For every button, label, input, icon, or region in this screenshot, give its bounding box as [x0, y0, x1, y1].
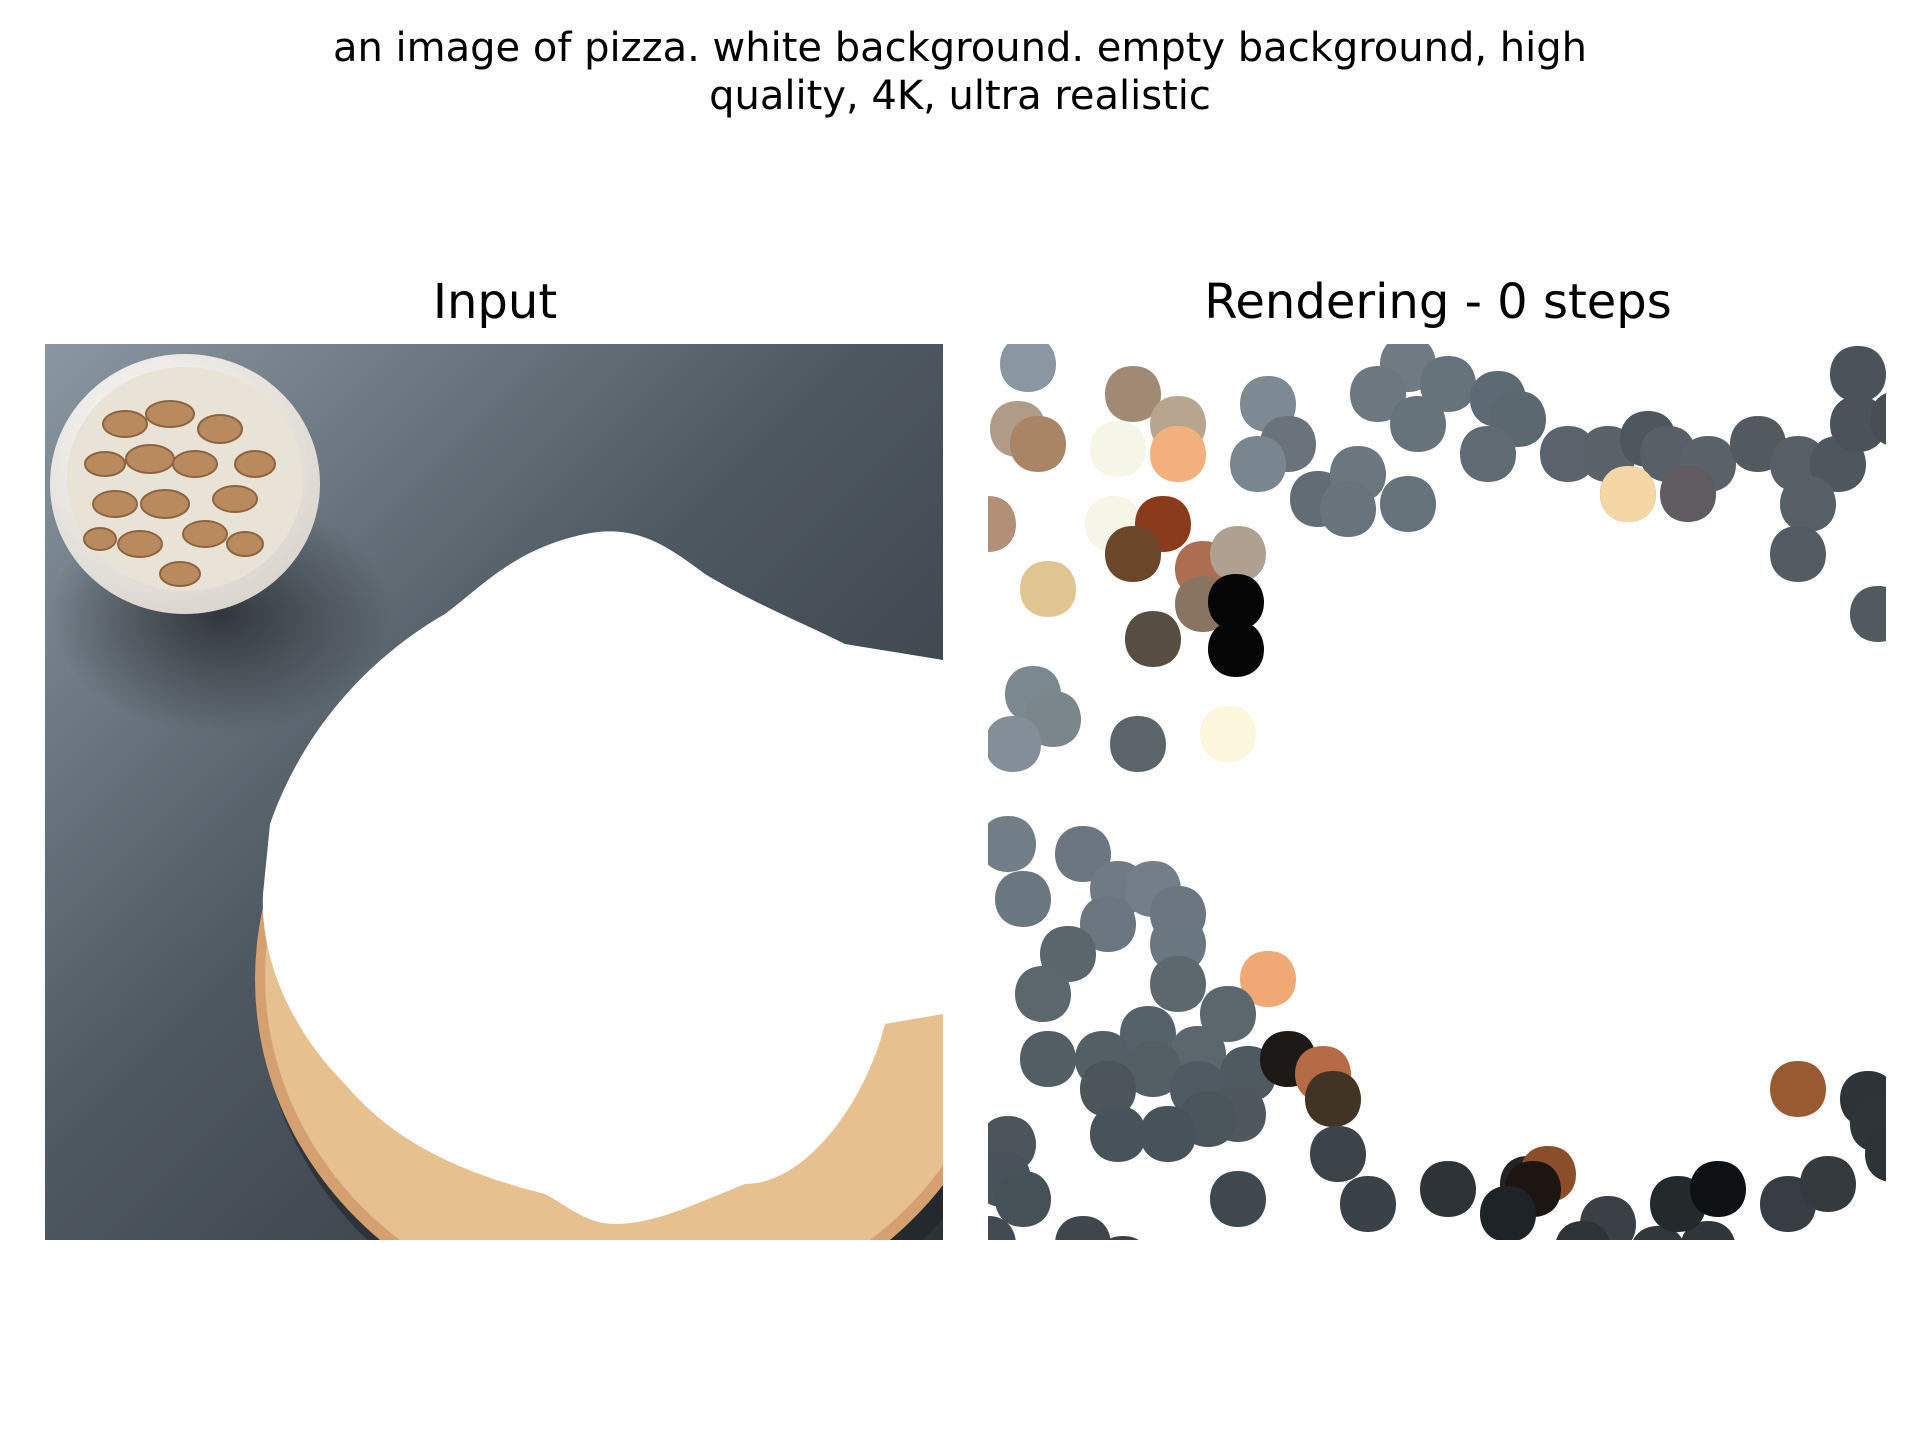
- rendering-panel-title: Rendering - 0 steps: [1204, 274, 1672, 330]
- stroke-blob: [1690, 1161, 1746, 1217]
- rendering-drawing: [988, 344, 1886, 1240]
- stroke-blob: [1200, 986, 1256, 1042]
- stroke-blob: [1150, 956, 1206, 1012]
- stroke-blob: [1000, 344, 1056, 392]
- stroke-blob: [1210, 526, 1266, 582]
- stroke-blob: [1770, 526, 1826, 582]
- stroke-blob: [1015, 966, 1071, 1022]
- stroke-blob: [1800, 1156, 1856, 1212]
- stroke-blob: [1600, 466, 1656, 522]
- masked-region: [262, 531, 943, 1224]
- stroke-blob: [1210, 1171, 1266, 1227]
- stroke-blob: [1420, 356, 1476, 412]
- figure-suptitle: an image of pizza. white background. emp…: [0, 24, 1920, 120]
- stroke-blob: [1010, 416, 1066, 472]
- stroke-blob: [1080, 896, 1136, 952]
- stroke-blob: [995, 1171, 1051, 1227]
- stroke-blob: [1480, 1186, 1536, 1240]
- stroke-blob: [1150, 916, 1206, 972]
- stroke-blob: [1230, 436, 1286, 492]
- stroke-blob: [988, 1216, 1016, 1240]
- stroke-blob: [1110, 716, 1166, 772]
- stroke-blob: [1150, 426, 1206, 482]
- stroke-blob: [1105, 366, 1161, 422]
- stroke-blob: [1420, 1161, 1476, 1217]
- stroke-blob: [1850, 586, 1886, 642]
- stroke-blob: [1556, 1221, 1610, 1240]
- stroke-blob: [1208, 574, 1264, 630]
- stroke-blob: [1240, 951, 1296, 1007]
- stroke-blob: [1200, 706, 1256, 762]
- stroke-blob: [1105, 526, 1161, 582]
- input-panel-title: Input: [432, 274, 558, 330]
- stroke-blob: [988, 716, 1041, 772]
- input-image: [45, 344, 943, 1240]
- stroke-blob: [1350, 366, 1406, 422]
- stroke-blob: [1125, 1041, 1181, 1097]
- stroke-blob: [1340, 1176, 1396, 1232]
- stroke-blob: [1390, 396, 1446, 452]
- stroke-blob: [1540, 426, 1596, 482]
- stroke-blob: [1055, 1216, 1111, 1240]
- stroke-blob: [1125, 611, 1181, 667]
- stroke-blob: [1870, 393, 1886, 445]
- stroke-blob: [1320, 481, 1376, 537]
- stroke-blob: [1020, 561, 1076, 617]
- stroke-blob: [1660, 466, 1716, 522]
- stroke-blob: [1055, 826, 1111, 882]
- stroke-blob: [988, 496, 1016, 552]
- suptitle-line-1: an image of pizza. white background. emp…: [332, 25, 1588, 71]
- stroke-blob: [1780, 476, 1836, 532]
- input-image-drawing: [45, 344, 943, 1240]
- stroke-blob: [988, 816, 1036, 872]
- stroke-blob: [995, 871, 1051, 927]
- stroke-blob: [1380, 476, 1436, 532]
- stroke-blob: [1460, 426, 1516, 482]
- stroke-blob: [1865, 1126, 1886, 1182]
- stroke-blob: [1208, 621, 1264, 677]
- suptitle-line-2: quality, 4K, ultra realistic: [709, 73, 1211, 119]
- stroke-blob: [1305, 1071, 1361, 1127]
- rendering-image: [988, 344, 1886, 1240]
- stroke-blob: [1107, 1236, 1139, 1240]
- stroke-blob: [1025, 691, 1081, 747]
- stroke-blob: [1770, 1061, 1826, 1117]
- stroke-blob: [1020, 1031, 1076, 1087]
- stroke-blob: [1310, 1126, 1366, 1182]
- stroke-blob: [1830, 346, 1886, 402]
- stroke-blob: [1140, 1106, 1196, 1162]
- peanuts: [83, 400, 276, 587]
- stroke-blob: [1090, 1106, 1146, 1162]
- stroke-blob: [1080, 1061, 1136, 1117]
- stroke-blob: [1090, 421, 1146, 477]
